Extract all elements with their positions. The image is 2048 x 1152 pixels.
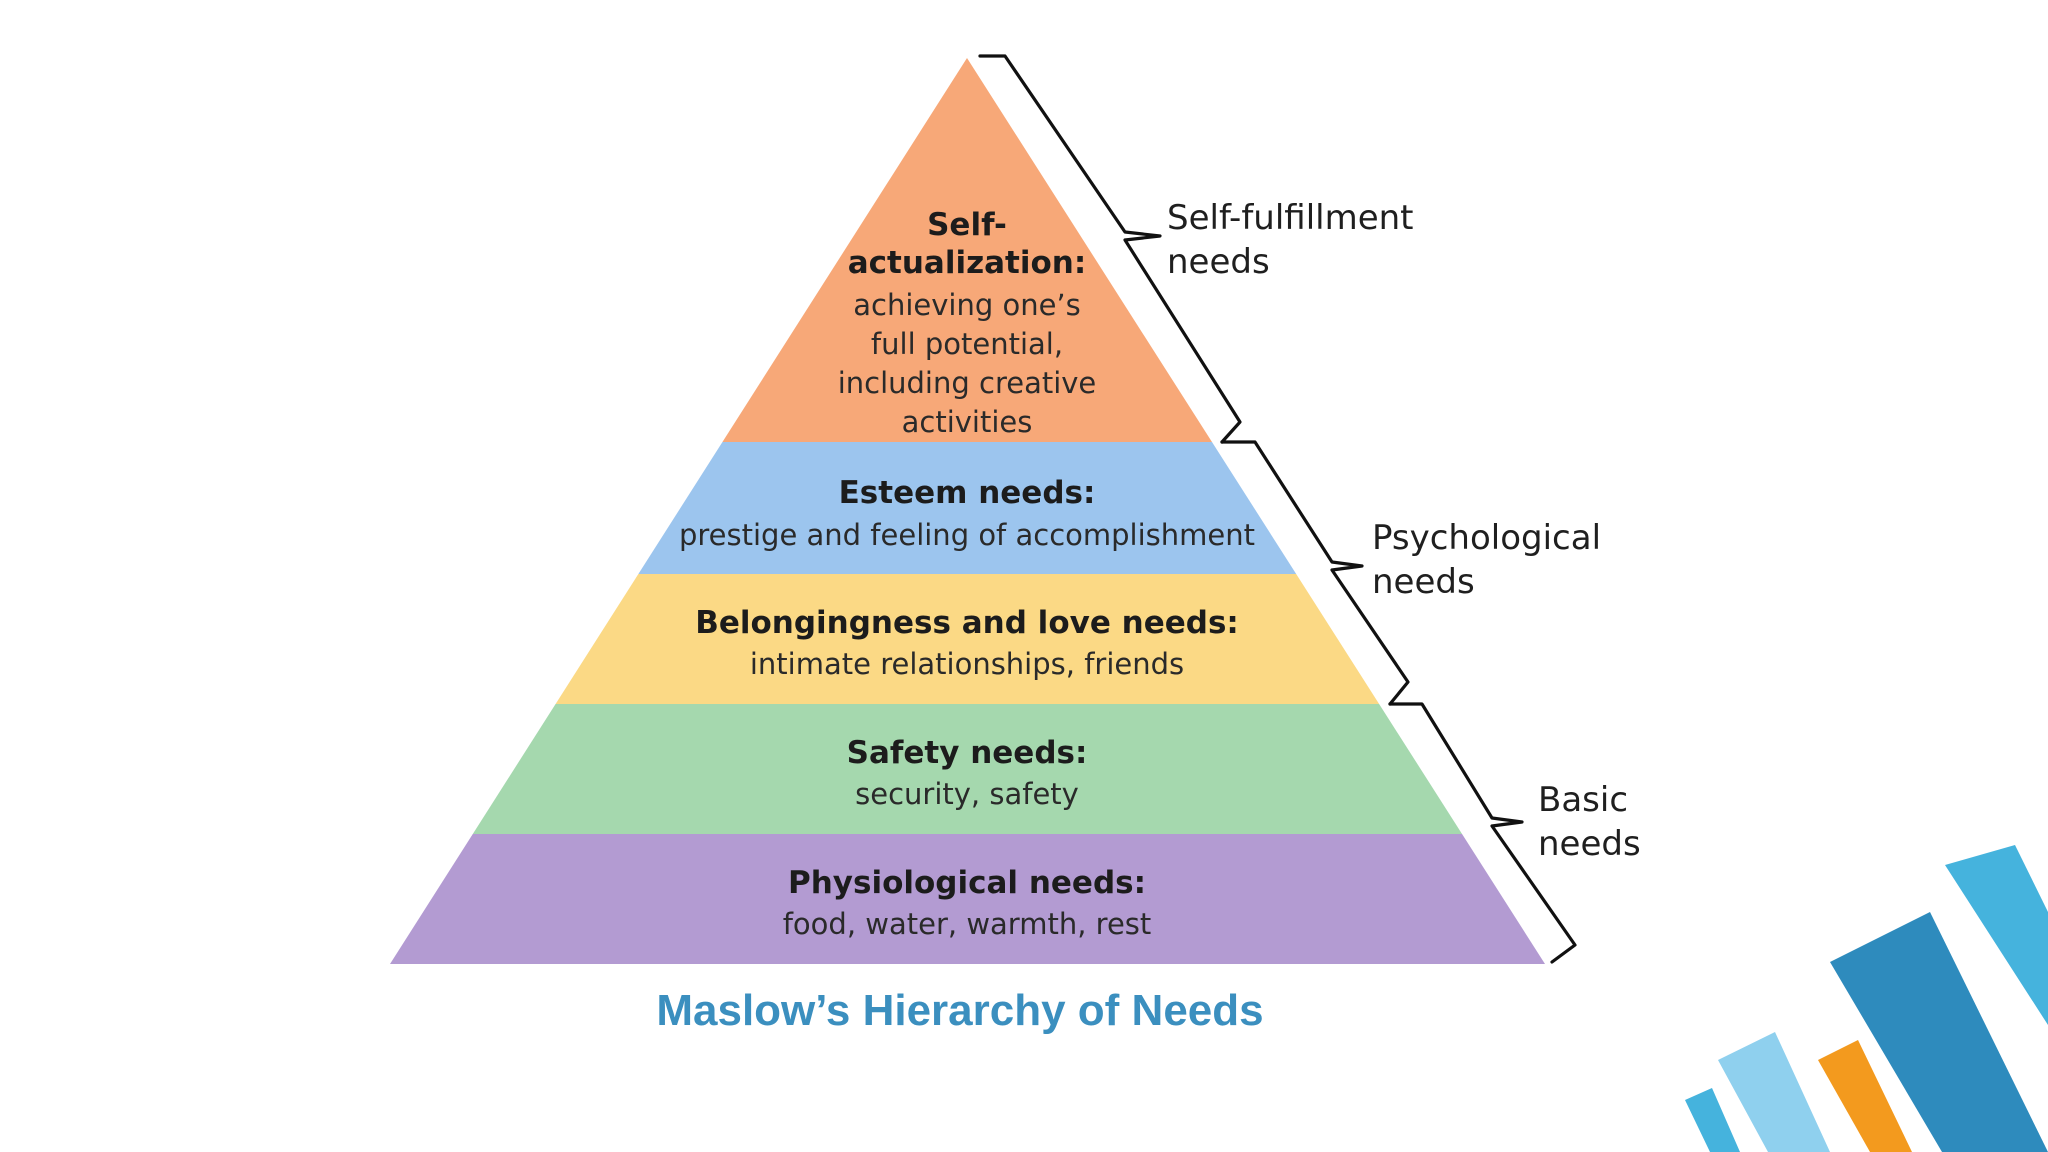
pyramid-layers: Self-actualization: achieving one’s full p…: [390, 58, 1545, 964]
layer-shape: [472, 704, 1463, 834]
layer-shape: [390, 834, 1545, 964]
layer-heading: Self-: [927, 207, 1007, 243]
group-label: needs: [1167, 242, 1270, 282]
layer-description: including creative: [838, 366, 1097, 400]
pyramid-layer-3: Belongingness and love needs: intimate re…: [555, 574, 1380, 704]
decorative-bar: [1685, 1088, 1740, 1152]
decorative-bar: [1945, 845, 2048, 1025]
group-label: Self-fulfillment: [1167, 198, 1414, 238]
group-brace-1: [978, 54, 1242, 444]
layer-description: full potential,: [871, 327, 1063, 361]
layer-shape: [555, 574, 1380, 704]
group-label: Basic: [1538, 780, 1628, 820]
layer-heading: Belongingness and love needs:: [695, 605, 1239, 641]
pyramid-layer-4: Safety needs: security, safety: [472, 704, 1463, 834]
layer-heading: Physiological needs:: [788, 865, 1146, 901]
group-label: needs: [1372, 562, 1475, 602]
decorative-bar: [1830, 912, 2048, 1152]
group-brackets: [978, 54, 1577, 964]
pyramid-layer-5: Physiological needs: food, water, warmth,…: [390, 834, 1545, 964]
layer-description: food, water, warmth, rest: [783, 907, 1152, 941]
diagram-caption: Maslow’s Hierarchy of Needs: [656, 986, 1264, 1035]
layer-description: security, safety: [855, 777, 1079, 811]
layer-shape: [638, 442, 1297, 574]
group-label: Psychological: [1372, 518, 1601, 558]
layer-heading: Safety needs:: [847, 735, 1088, 771]
corner-decoration: [1685, 845, 2048, 1152]
group-labels: Self-fulfillmentneedsPsychologicalneedsB…: [1167, 198, 1641, 864]
group-label: needs: [1538, 824, 1641, 864]
layer-heading: actualization:: [848, 245, 1087, 281]
layer-shape: [722, 58, 1212, 442]
decorative-bar: [1818, 1040, 1912, 1152]
decorative-bar: [1718, 1032, 1830, 1152]
layer-description: prestige and feeling of accomplishment: [679, 518, 1255, 552]
layer-description: intimate relationships, friends: [750, 647, 1184, 681]
group-brace-2: [1220, 440, 1410, 706]
layer-heading: Esteem needs:: [839, 475, 1096, 511]
layer-description: achieving one’s: [853, 288, 1081, 322]
pyramid-layer-1: Self-actualization: achieving one’s full p…: [722, 58, 1212, 442]
group-brace-3: [1388, 702, 1577, 964]
layer-description: activities: [902, 405, 1033, 439]
pyramid-layer-2: Esteem needs: prestige and feeling of acc…: [638, 442, 1297, 574]
